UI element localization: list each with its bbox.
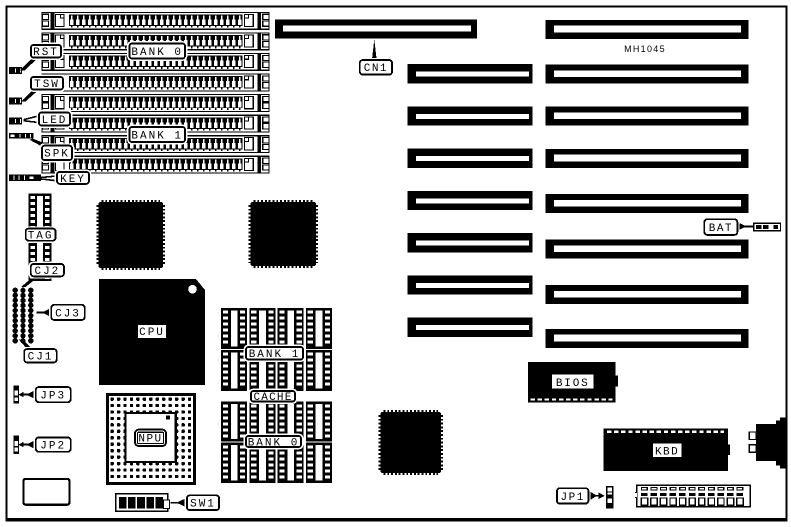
svg-text:JP1: JP1 [561,492,585,504]
svg-text:CACHE: CACHE [253,392,292,404]
svg-text:JP3: JP3 [40,391,66,403]
svg-text:MH1045: MH1045 [624,44,666,54]
svg-text:LED: LED [42,115,68,127]
svg-text:CJ1: CJ1 [28,352,54,364]
svg-text:SW1: SW1 [190,499,216,511]
svg-text:BANK 0: BANK 0 [248,437,300,449]
svg-text:JP2: JP2 [40,441,66,453]
svg-text:RST: RST [33,47,59,59]
svg-text:CJ3: CJ3 [55,308,81,320]
svg-text:BANK 1: BANK 1 [249,349,301,361]
svg-text:KBD: KBD [655,446,679,458]
svg-text:TAG: TAG [28,231,54,243]
svg-text:BANK 0: BANK 0 [131,47,183,59]
svg-text:BANK 1: BANK 1 [131,130,183,142]
svg-text:BIOS: BIOS [556,378,590,390]
svg-text:KEY: KEY [60,174,86,186]
svg-text:BAT: BAT [709,223,733,235]
svg-text:CPU: CPU [139,327,165,339]
svg-text:CN1: CN1 [364,63,388,75]
svg-text:CJ2: CJ2 [34,266,60,278]
svg-text:SPK: SPK [44,149,70,161]
svg-text:NPU: NPU [138,434,162,446]
svg-text:TSW: TSW [34,79,60,91]
